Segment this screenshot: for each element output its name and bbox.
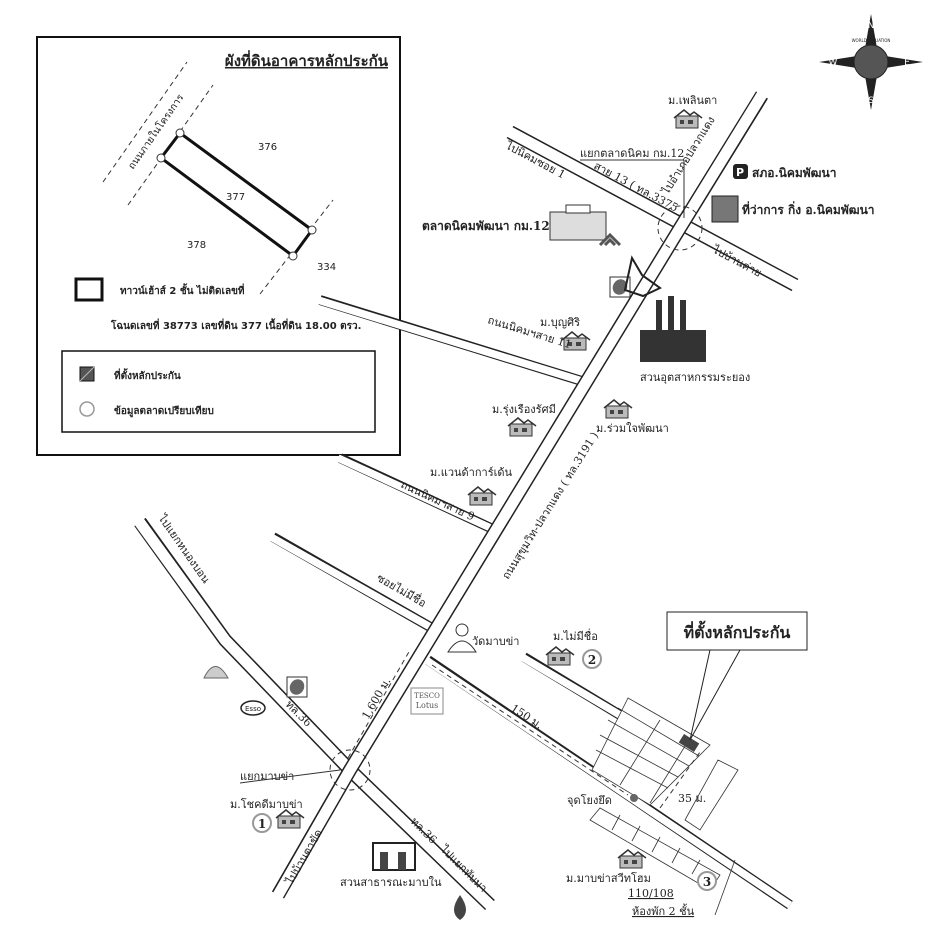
compass-rose-icon: N S W E WORLD VALUATION: [819, 14, 923, 110]
svg-text:Lotus: Lotus: [416, 701, 439, 710]
plot-334: 334: [317, 262, 336, 273]
label-village-sweethome: ม.มาบข่าสวีทโฮม: [566, 871, 651, 885]
district-office-icon: [711, 195, 739, 223]
collateral-plot-marker: [678, 733, 700, 753]
distance-1600-line: [347, 649, 411, 759]
label-junction-mapkha: แยกมาบข่า: [240, 770, 294, 783]
label-village-ruamjai: ม.ร่วมใจพัฒนา: [596, 422, 669, 435]
label-temple: วัดมาบข่า: [472, 635, 519, 648]
marker-3: 3: [697, 871, 717, 891]
deed-info: โฉนดเลขที่ 38773 เลขที่ดิน 377 เนื้อที่ด…: [110, 318, 361, 332]
svg-text:W: W: [829, 58, 838, 68]
inset-panel: ผังที่ดินอาคารหลักประกัน ถนนภายในโครงการ…: [36, 36, 401, 456]
label-dist-35: 35 ม.: [678, 792, 706, 805]
plot-377: 377: [226, 192, 245, 203]
house-icon: [603, 399, 633, 419]
tesco-lotus-logo: TESCO Lotus: [410, 687, 444, 715]
svg-text:TESCO: TESCO: [414, 692, 440, 700]
collateral-callout: ที่ตั้งหลักประกัน: [666, 611, 808, 741]
bank-logo-icon: [598, 232, 622, 247]
label-house-no: 110/108: [628, 887, 674, 900]
label-junction-market: แยกตลาดนิคม กม.12: [580, 147, 684, 160]
svg-text:N: N: [868, 21, 875, 31]
svg-text:Esso: Esso: [245, 705, 261, 713]
house-icon: [275, 809, 305, 829]
marker-2: 2: [582, 649, 602, 669]
house-icon: [507, 417, 537, 437]
label-village-plernta: ม.เพลินตา: [668, 94, 717, 107]
plot-378: 378: [187, 240, 206, 251]
bank-logo-icon: [623, 255, 662, 298]
building-legend-label: ทาวน์เฮ้าส์ 2 ชั้น ไม่ติดเลขที่: [120, 283, 245, 297]
legend-comparable: ข้อมูลตลาดเปรียบเทียบ: [114, 405, 214, 418]
svg-text:P: P: [736, 166, 744, 179]
marker-1: 1: [252, 813, 272, 833]
svg-text:WORLD VALUATION: WORLD VALUATION: [852, 38, 891, 43]
project-layout: [589, 697, 739, 916]
plot-376: 376: [258, 142, 277, 153]
label-police: สภอ.นิคมพัฒนา: [752, 166, 836, 180]
house-icon: [617, 849, 647, 869]
anchor-point-icon: [630, 794, 638, 802]
svg-text:1: 1: [258, 817, 266, 831]
temple-buddha-icon: [447, 623, 477, 653]
svg-text:2: 2: [588, 653, 596, 667]
park-building-icon: [372, 842, 416, 871]
label-anchor-point: จุดโยงยึด: [567, 793, 612, 807]
label-village-rungruang: ม.รุ่งเรืองรัศมี: [492, 403, 556, 416]
esso-logo-icon: Esso: [240, 700, 266, 716]
legend-collateral: ที่ตั้งหลักประกัน: [114, 368, 181, 382]
house-icon: [673, 109, 703, 129]
house-icon: [545, 646, 575, 666]
label-two-storey: ห้องพัก 2 ชั้น: [632, 903, 695, 918]
factory-icon: [640, 296, 706, 362]
label-village-unnamed: ม.ไม่มีชื่อ: [553, 628, 598, 643]
svg-text:ที่ตั้งหลักประกัน: ที่ตั้งหลักประกัน: [684, 620, 791, 642]
ptt-flame-icon: [454, 895, 466, 920]
house-icon: [467, 486, 497, 506]
market-building-icon: [549, 204, 607, 241]
svg-text:3: 3: [703, 875, 711, 889]
label-village-vanda: ม.แวนด้าการ์เด้น: [430, 466, 513, 479]
label-park: สวนสาธารณะมาบใน: [340, 876, 442, 889]
label-village-chokdee: ม.โชคดีมาบข่า: [230, 797, 303, 811]
ptt-station-icon: [286, 676, 308, 698]
roads: [133, 90, 800, 911]
label-district-office: ที่ว่าการ กิ่ง อ.นิคมพัฒนา: [742, 201, 875, 217]
legend-box: [61, 350, 376, 433]
label-market: ตลาดนิคมพัฒนา กม.12: [422, 219, 550, 233]
label-road-9: ถนนนิคมฯสาย 9: [399, 478, 477, 524]
svg-text:S: S: [868, 96, 874, 106]
svg-text:E: E: [904, 58, 910, 68]
shell-logo-icon: [203, 666, 229, 679]
distance-35-line: [659, 751, 701, 809]
distance-150-line: [431, 664, 629, 796]
police-icon: P: [733, 164, 748, 179]
comparable-legend-icon: [79, 401, 95, 417]
label-village-boonsiri: ม.บุญศิริ: [540, 316, 580, 329]
label-industrial-park: สวนอุตสาหกรรมระยอง: [640, 371, 750, 384]
building-legend-swatch: [74, 277, 104, 302]
inset-title: ผังที่ดินอาคารหลักประกัน: [225, 50, 389, 70]
